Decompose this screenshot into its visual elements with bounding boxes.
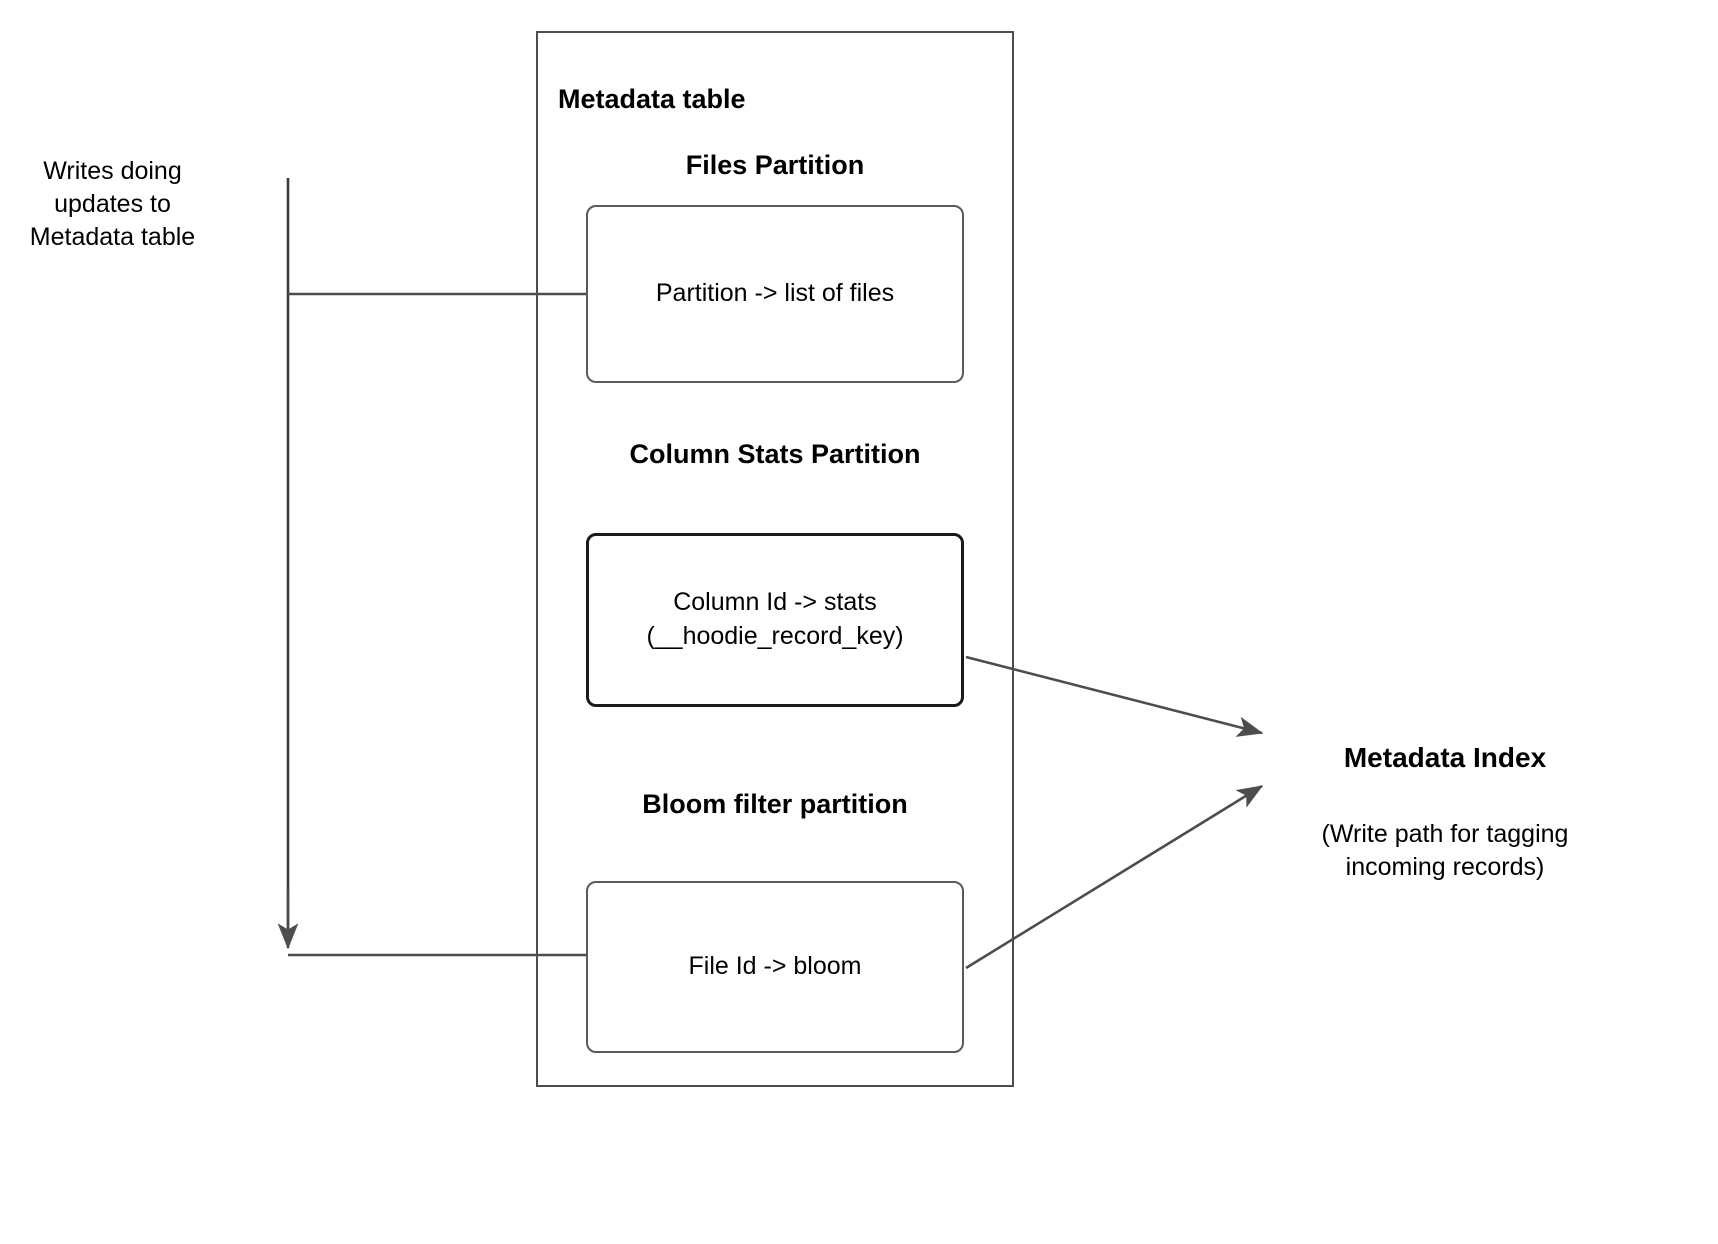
bloom-filter-partition-heading: Bloom filter partition: [642, 789, 908, 819]
connector-column-stats-to-metadata-index: [965, 655, 1264, 737]
writes-updates-annotation: Writes doing updates to Metadata table: [29, 157, 196, 251]
metadata-table-container: [536, 31, 1014, 1087]
files-partition-box[interactable]: Partition -> list of files: [586, 205, 964, 383]
column-stats-partition-box-text: Column Id -> stats (__hoodie_record_key): [646, 588, 904, 650]
metadata-table-title: Metadata table: [558, 84, 746, 114]
metadata-index-title: Metadata Index: [1343, 742, 1547, 773]
files-partition-heading: Files Partition: [685, 150, 865, 180]
bloom-filter-partition-box[interactable]: File Id -> bloom: [586, 881, 964, 1053]
metadata-index-caption: (Write path for tagging incoming records…: [1321, 820, 1569, 881]
bloom-filter-partition-box-text: File Id -> bloom: [688, 952, 862, 981]
files-partition-box-text: Partition -> list of files: [655, 279, 895, 308]
connector-bloom-to-metadata-index: [965, 784, 1264, 970]
column-stats-partition-heading: Column Stats Partition: [629, 439, 921, 469]
column-stats-partition-box[interactable]: Column Id -> stats (__hoodie_record_key): [586, 533, 964, 707]
